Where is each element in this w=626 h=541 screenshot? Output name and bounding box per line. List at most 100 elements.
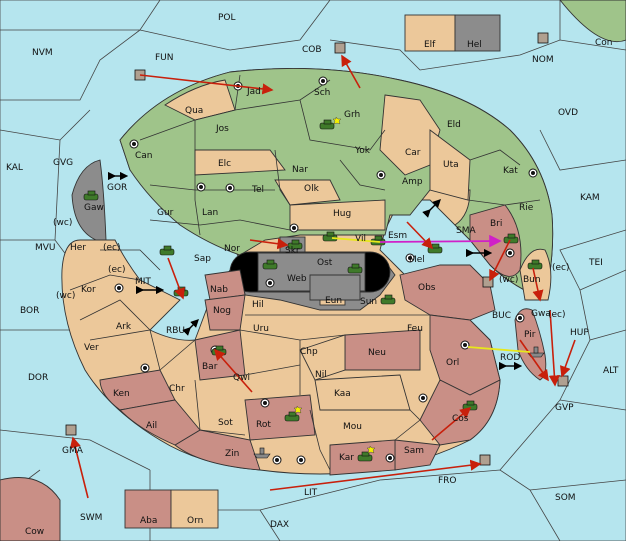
province-obs[interactable]: [399, 264, 496, 321]
label-lit: LIT: [304, 488, 318, 498]
label-esm: Esm: [388, 231, 407, 241]
label-bri: Bri: [490, 219, 502, 229]
label-sot: Sot: [218, 418, 233, 428]
label-nab: Nab: [210, 285, 228, 295]
unit-rot-army-icon[interactable]: [284, 405, 303, 422]
label-qua: Qua: [185, 106, 203, 116]
province-elf[interactable]: [404, 14, 456, 52]
label-dor: DOR: [28, 373, 48, 383]
label-kor-wc: (wc): [56, 291, 75, 301]
province-orn[interactable]: [170, 489, 219, 529]
label-web: Web: [287, 274, 307, 284]
label-ost: Ost: [317, 258, 333, 268]
label-mvu: MVU: [35, 243, 56, 253]
label-rod: ROD: [500, 353, 520, 363]
label-ovd: OVD: [558, 108, 578, 118]
label-sun: Sun: [360, 297, 377, 307]
label-gwa-ec: (ec): [548, 310, 566, 320]
label-cob: COB: [302, 45, 322, 55]
province-pir[interactable]: [514, 308, 547, 381]
label-kat: Kat: [503, 166, 518, 176]
label-obs: Obs: [418, 283, 436, 293]
unit-bun-wc-fleet-icon[interactable]: [482, 276, 494, 288]
label-nil: Nil: [315, 370, 327, 380]
label-her-ec: (ec): [103, 243, 121, 253]
label-gma: GMA: [62, 446, 84, 456]
label-mou: Mou: [343, 422, 362, 432]
label-eun: Eun: [325, 296, 342, 306]
unit-gma-fleet-icon[interactable]: [65, 424, 77, 436]
label-kam: KAM: [580, 193, 600, 203]
label-grh: Grh: [344, 110, 360, 120]
label-con: Con: [595, 38, 613, 48]
label-cow: Cow: [25, 527, 44, 537]
unit-sun-army-icon[interactable]: [380, 294, 396, 305]
province-hug[interactable]: [289, 199, 386, 231]
label-gaw: Gaw: [84, 203, 104, 213]
unit-sap-army-icon[interactable]: [159, 245, 175, 256]
label-nor: Nor: [224, 244, 240, 254]
unit-nom-fleet-icon[interactable]: [537, 32, 549, 44]
label-her-wc: (wc): [53, 218, 72, 228]
unit-gaw-army-icon[interactable]: [83, 190, 99, 201]
unit-gvp-fleet-icon[interactable]: [557, 375, 569, 387]
unit-bri-army-icon[interactable]: [503, 233, 519, 244]
label-kal: KAL: [6, 163, 23, 173]
province-rot[interactable]: [244, 394, 316, 441]
province-sun[interactable]: [309, 274, 361, 301]
province-nil[interactable]: [299, 334, 346, 381]
province-qua[interactable]: [164, 79, 236, 121]
label-orn: Orn: [187, 516, 203, 526]
province-olk[interactable]: [274, 179, 341, 206]
unit-zin-fleet-icon[interactable]: [253, 447, 271, 459]
province-kaa[interactable]: [314, 374, 411, 411]
label-bun: Bun: [523, 275, 541, 285]
label-elc: Elc: [218, 159, 231, 169]
label-swm: SWM: [80, 513, 102, 523]
unit-kar-army-icon[interactable]: [357, 445, 376, 462]
order-arrows: [69, 54, 576, 499]
unit-cob-fleet-icon[interactable]: [334, 42, 346, 54]
label-lan: Lan: [202, 208, 218, 218]
province-zin[interactable]: [174, 429, 261, 471]
label-feu: Feu: [407, 324, 423, 334]
label-ail: Ail: [146, 421, 157, 431]
label-rot: Rot: [256, 420, 271, 430]
label-amp: Amp: [402, 177, 423, 187]
unit-grh-army-icon[interactable]: [319, 116, 342, 130]
label-hup: HUP: [570, 328, 589, 338]
label-hel: Hel: [467, 40, 482, 50]
label-ken: Ken: [113, 389, 130, 399]
province-cow[interactable]: [0, 477, 61, 541]
unit-fro-fleet-icon[interactable]: [479, 454, 491, 466]
unit-bun-army-icon[interactable]: [527, 259, 543, 270]
label-uta: Uta: [443, 160, 459, 170]
label-her: Her: [70, 243, 86, 253]
label-chp: Chp: [300, 347, 318, 357]
province-aba[interactable]: [124, 489, 172, 529]
unit-web-army-icon[interactable]: [262, 259, 278, 270]
label-chr: Chr: [169, 384, 185, 394]
label-zin: Zin: [225, 449, 239, 459]
label-olk: Olk: [304, 184, 320, 194]
label-tei: TEI: [588, 258, 603, 268]
label-aba: Aba: [140, 516, 157, 526]
province-bun[interactable]: [519, 248, 552, 301]
label-tel: Tel: [251, 185, 264, 195]
label-uru: Uru: [253, 324, 269, 334]
label-gor: GOR: [107, 183, 127, 193]
province-ail[interactable]: [119, 399, 201, 446]
label-bun-wc: (wc): [499, 275, 518, 285]
label-buc: BUC: [492, 311, 511, 321]
label-gwa: Gwa: [531, 309, 551, 319]
label-rie: Rie: [519, 203, 534, 213]
label-nvm: NVM: [32, 48, 53, 58]
supply-centers: [114, 76, 538, 465]
province-hel[interactable]: [454, 14, 501, 52]
label-hil: Hil: [252, 300, 264, 310]
label-dax: DAX: [270, 520, 289, 530]
unit-ost-army-icon[interactable]: [347, 263, 363, 274]
label-hug: Hug: [333, 209, 351, 219]
